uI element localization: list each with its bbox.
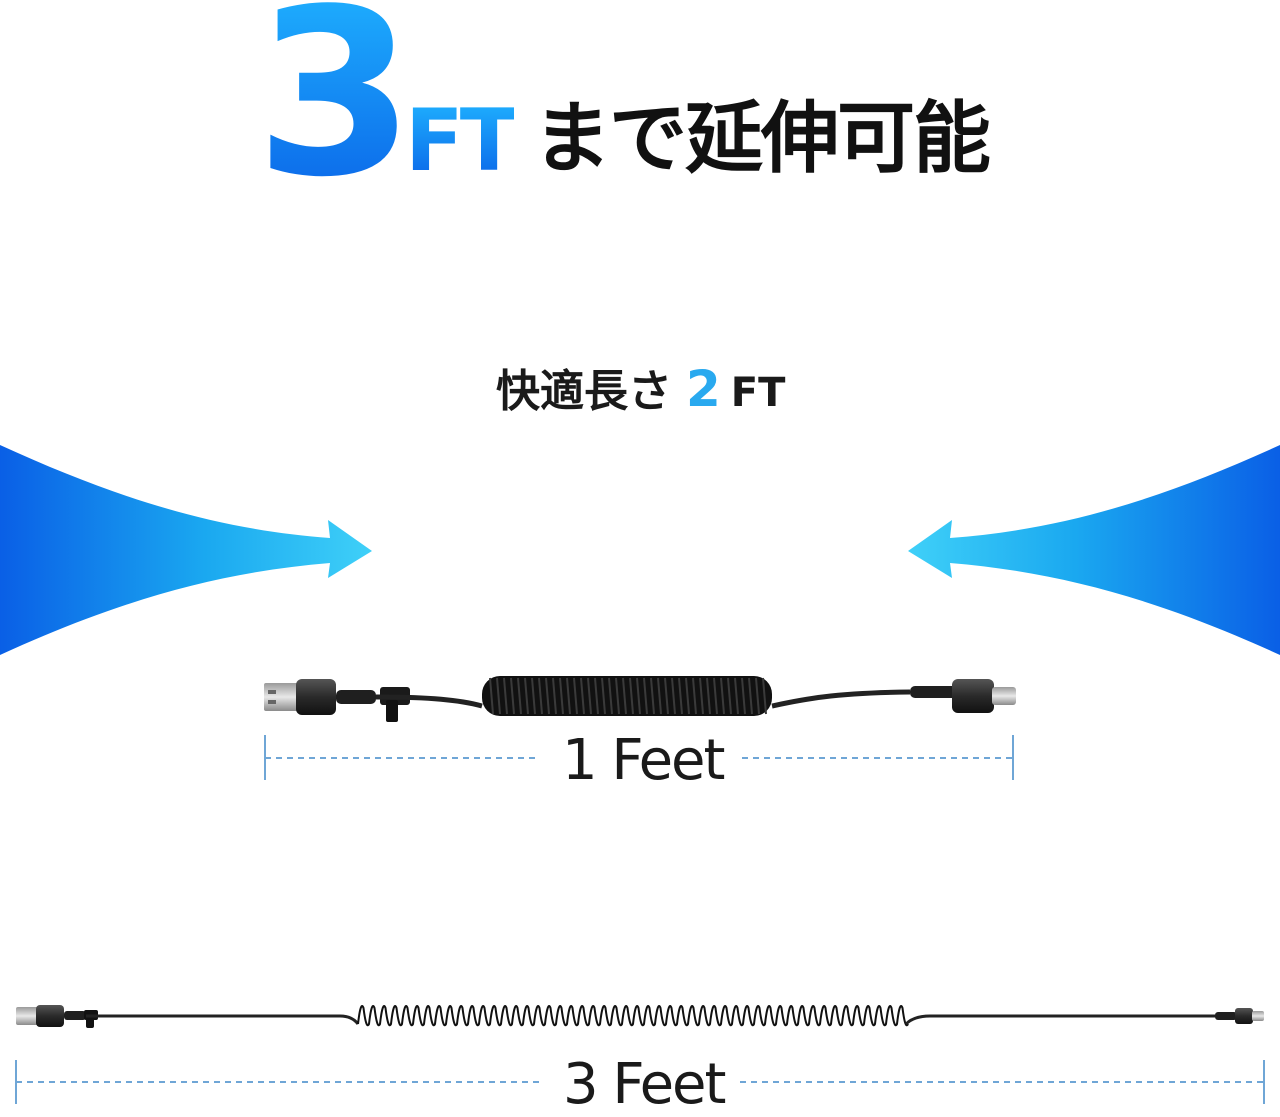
coiled-cable-short xyxy=(264,676,1016,722)
headline-text: まで延伸可能 xyxy=(533,94,991,184)
dimension-line-short xyxy=(264,735,1014,780)
measurement-short-label: 1 Feet xyxy=(562,728,725,793)
comfort-number: 2 xyxy=(686,360,721,418)
comfort-unit: FT xyxy=(730,370,786,416)
comfort-label: 快適長さ xyxy=(496,366,672,417)
headline-unit: FT xyxy=(405,91,518,191)
dimension-line-long xyxy=(15,1060,1265,1104)
headline: 3 FT まで延伸可能 xyxy=(255,0,1055,210)
stretched-cable-long xyxy=(16,1005,1264,1028)
arrow-right-icon xyxy=(0,445,372,655)
headline-number: 3 xyxy=(255,0,415,210)
arrow-left-icon xyxy=(908,445,1280,655)
measurement-long-label: 3 Feet xyxy=(563,1052,726,1117)
